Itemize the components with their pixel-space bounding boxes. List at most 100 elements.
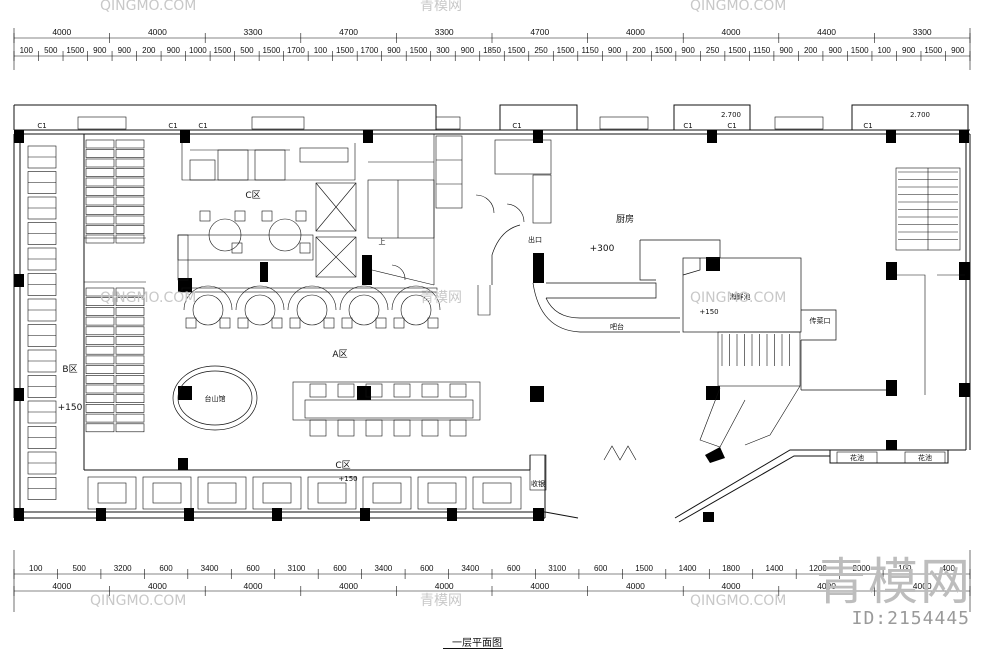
label-kitchen: 厨房 <box>616 213 634 225</box>
dimension-label: 600 <box>420 564 434 573</box>
label-elev-b: +150 <box>58 403 83 413</box>
dimension-label: 900 <box>387 46 401 55</box>
watermark-cn-3: 青模网 <box>420 593 462 609</box>
dimension-label: 900 <box>118 46 132 55</box>
dimension-label: 4000 <box>530 581 549 591</box>
dimension-label: 1500 <box>213 46 231 55</box>
dimension-label: 4400 <box>817 27 836 37</box>
watermark-5: QINGMO.COM <box>90 593 186 609</box>
dimension-label: 4000 <box>435 581 454 591</box>
dimension-label: 900 <box>951 46 965 55</box>
stage-oval <box>172 365 258 431</box>
dimension-label: 4000 <box>817 581 836 591</box>
dimension-label: 1400 <box>679 564 697 573</box>
c-zone-top-furniture <box>177 143 356 281</box>
dimension-label: 4000 <box>722 27 741 37</box>
dimension-label: 900 <box>167 46 181 55</box>
dimension-label: 4700 <box>530 27 549 37</box>
dimension-label: 1700 <box>287 46 305 55</box>
dimension-label: 100 <box>314 46 328 55</box>
dimension-label: 4000 <box>626 27 645 37</box>
dimension-label: 1150 <box>753 46 771 55</box>
dimension-label: 900 <box>828 46 842 55</box>
dimension-label: 4700 <box>339 27 358 37</box>
label-window-height-2: 2.700 <box>910 111 930 119</box>
dimension-label: 3100 <box>288 564 306 573</box>
label-flower-2: 花池 <box>918 453 932 462</box>
a-zone-round-booths <box>181 285 441 329</box>
dimension-label: 1000 <box>189 46 207 55</box>
model-id-label: ID:2154445 <box>851 608 970 629</box>
dimension-label: 1500 <box>557 46 575 55</box>
facade-windows <box>77 116 824 130</box>
dimension-label: 600 <box>246 564 260 573</box>
label-zone-c-bottom: C区 <box>335 460 350 471</box>
dimension-label: 4000 <box>148 27 167 37</box>
dimension-label: 900 <box>461 46 475 55</box>
label-cashier: 收银 <box>531 479 545 488</box>
dimension-label: 200 <box>142 46 156 55</box>
label-c1-1: C1 <box>37 122 46 130</box>
dimension-label: 1150 <box>581 46 599 55</box>
label-c1-6: C1 <box>727 122 736 130</box>
label-flower-1: 花池 <box>850 453 864 462</box>
dimension-label: 300 <box>436 46 450 55</box>
dimension-label: 200 <box>632 46 646 55</box>
dimension-label: 1200 <box>809 564 827 573</box>
dimension-label: 500 <box>44 46 58 55</box>
dimension-label: 3400 <box>201 564 219 573</box>
lower-misc <box>529 445 946 491</box>
watermark-cn-1: 青模网 <box>420 0 462 14</box>
dimension-label: 3300 <box>913 27 932 37</box>
label-zone-a: A区 <box>332 349 347 360</box>
watermark-1: QINGMO.COM <box>100 0 196 14</box>
long-communal-table <box>292 381 481 437</box>
dimension-label: 1500 <box>410 46 428 55</box>
watermark-cn-2: 青模网 <box>420 290 462 306</box>
dimension-label: 900 <box>93 46 107 55</box>
drawing-title: 一层平面图 <box>452 638 502 649</box>
watermark-4: QINGMO.COM <box>690 290 786 306</box>
label-elev-c: +150 <box>338 475 357 483</box>
dimension-label: 1500 <box>336 46 354 55</box>
columns <box>14 130 970 522</box>
label-bar: 吧台 <box>610 322 624 331</box>
c-zone-bottom-booths <box>87 476 522 510</box>
drawing-title-underline <box>443 648 503 649</box>
dimension-label: 4000 <box>722 581 741 591</box>
dimension-label: 500 <box>240 46 254 55</box>
dimension-label: 1500 <box>262 46 280 55</box>
label-exit: 出口 <box>528 235 542 244</box>
exterior-walls <box>13 104 971 523</box>
dimension-label: 4000 <box>52 581 71 591</box>
b-zone-booths <box>27 145 57 500</box>
dimension-label: 900 <box>779 46 793 55</box>
dimension-label: 100 <box>878 46 892 55</box>
middle-staircase <box>699 331 801 448</box>
dimension-label: 4000 <box>244 581 263 591</box>
watermarks: QINGMO.COM 青模网 QINGMO.COM QINGMO.COM 青模网… <box>90 0 786 609</box>
dimension-label: 400 <box>942 564 956 573</box>
center-booths <box>84 139 146 433</box>
dimension-label: 4000 <box>626 581 645 591</box>
dimension-label: 100 <box>29 564 43 573</box>
dimension-label: 2000 <box>852 564 870 573</box>
dimension-label: 600 <box>159 564 173 573</box>
dimension-label: 600 <box>507 564 521 573</box>
dimension-label: 3300 <box>244 27 263 37</box>
dimension-label: 900 <box>902 46 916 55</box>
label-zone-b: B区 <box>62 364 77 375</box>
watermark-6: QINGMO.COM <box>690 593 786 609</box>
left-stair-and-elevator <box>315 134 435 286</box>
label-elev-seafood: +150 <box>699 308 718 316</box>
dimension-label: 600 <box>333 564 347 573</box>
dimension-label: 1500 <box>66 46 84 55</box>
watermark-2: QINGMO.COM <box>690 0 786 14</box>
dimension-label: 3300 <box>435 27 454 37</box>
label-seafood: 海鲜池 <box>730 292 751 301</box>
kitchen-and-bar <box>491 224 886 391</box>
dimension-label: 1500 <box>655 46 673 55</box>
label-dish-pass: 传菜口 <box>810 316 831 325</box>
